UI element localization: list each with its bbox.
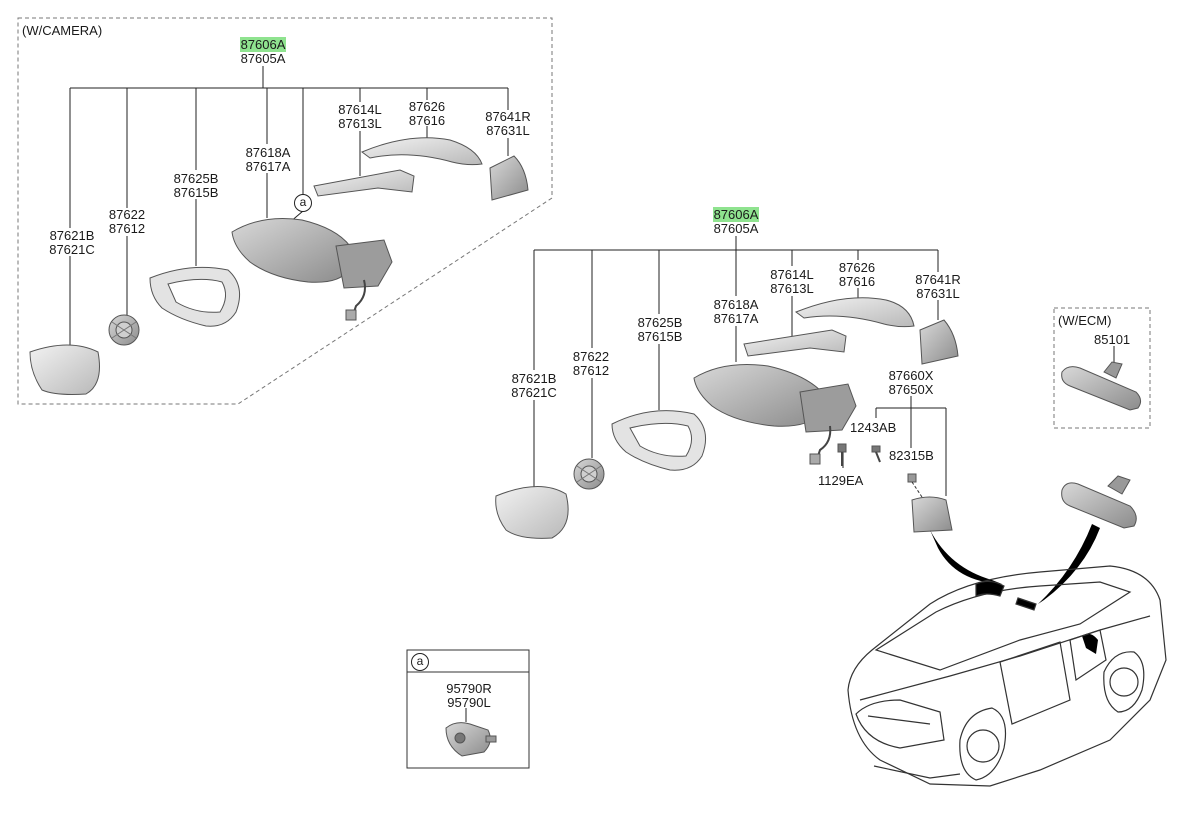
main-cap [919,319,959,365]
bolt-label[interactable]: 1129EA [818,473,864,488]
pointer-wedge-mirror [1038,524,1100,604]
main-assembly-label[interactable]: 87606A 87605A [705,207,767,236]
main-harness [815,425,832,463]
detail-a-box [406,649,530,769]
main-assembly-part-1[interactable]: 87606A [712,207,760,222]
cover-assy-shape [911,496,953,533]
bolt-shape [837,443,847,466]
camera-scalp-cover [360,137,483,166]
camera-callout-a[interactable]: a [294,194,312,212]
camera-cap [489,155,529,201]
pointer-wedge-cover [930,530,1002,584]
main-mirror-glass [495,485,569,539]
camera-harness [351,279,366,319]
camera-assembly-part-2[interactable]: 87605A [240,51,286,66]
ecm-group-border [1053,307,1151,429]
screw-a-label[interactable]: 1243AB [850,420,897,435]
camera-mirror-body [231,218,351,283]
pointer-wedge-door [1082,633,1098,654]
main-actuator [573,458,605,490]
camera-part-shapes [29,137,529,395]
main-scalp-cover [794,297,915,328]
detail-a-callout: a [411,653,429,671]
main-side-lamp [743,329,847,357]
screw-a-shape [871,445,881,463]
camera-actuator [108,314,140,346]
main-assembly-part-2[interactable]: 87605A [713,221,759,236]
ecm-group-title: (W/ECM) [1058,313,1112,328]
ecm-part-label[interactable]: 85101 [1094,332,1131,347]
main-leader-lines [533,236,947,496]
main-mirror-housing [611,410,707,471]
camera-module-shape [445,722,497,757]
camera-side-lamp [313,169,415,197]
camera-assembly-label[interactable]: 87606A 87605A [232,37,294,66]
camera-base-bracket [335,239,393,289]
camera-assembly-part-1[interactable]: 87606A [239,37,287,52]
inside-mirror-shape [1061,475,1137,529]
car-outline [847,565,1167,787]
camera-mirror-housing [149,266,241,327]
camera-group-border [17,17,553,405]
camera-mirror-glass [29,344,100,395]
main-part-shapes [495,297,959,539]
camera-group-title: (W/CAMERA) [22,23,103,38]
screw-b-label[interactable]: 82315B [889,448,934,463]
camera-leader-lines [69,66,509,345]
screw-b-shape [907,473,917,483]
main-base-bracket [799,383,857,433]
ecm-mirror-shape [1061,361,1142,411]
